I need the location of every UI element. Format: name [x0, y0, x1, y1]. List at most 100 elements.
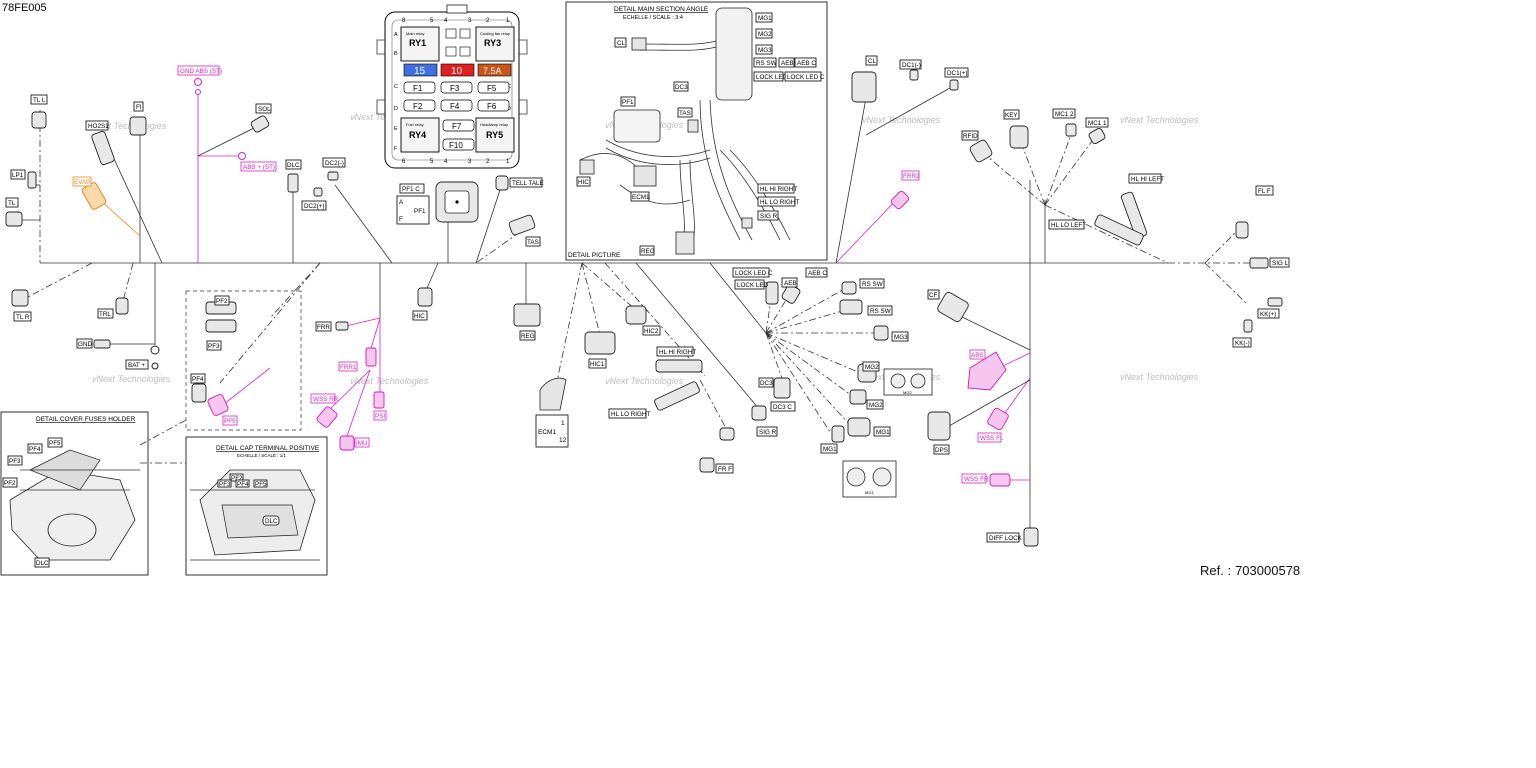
label-frr: FRR — [315, 321, 332, 332]
svg-text:DPS: DPS — [935, 447, 948, 454]
label-detail-mg1: MG1 — [755, 12, 773, 23]
label-mg1: MG1 — [873, 426, 891, 437]
svg-text:MG1: MG1 — [823, 446, 837, 453]
svg-text:AEB: AEB — [784, 280, 797, 287]
svg-text:MG2: MG2 — [758, 31, 772, 38]
label-detail-lock-led: LOCK LED — [753, 71, 788, 82]
wire-hic1 — [581, 262, 601, 336]
svg-text:ABS: ABS — [971, 352, 984, 359]
wire-frr2 — [835, 195, 901, 264]
detail-callout — [139, 419, 187, 464]
detail-cover-fuses-holder: DETAIL COVER FUSES HOLDER PF5 PF4 PF3 PF… — [0, 411, 149, 576]
connector — [927, 411, 951, 441]
watermark: vNext Technologies — [88, 121, 167, 131]
wire-dc2 — [334, 184, 393, 264]
label-aeb-c: AEB C — [805, 267, 828, 278]
connector — [335, 321, 349, 331]
wire-sig-r — [635, 262, 761, 411]
label-wss-fr: WSS FR — [961, 473, 989, 484]
connector — [91, 130, 115, 166]
label-dps: DPS — [933, 444, 950, 455]
svg-text:DLC: DLC — [287, 162, 300, 169]
fuse-f2: F2 — [403, 99, 436, 112]
label-hl-lo-left: HL LO LEFT — [1048, 219, 1086, 230]
connector — [773, 377, 791, 399]
label-wss-rr: WSS RR — [310, 393, 339, 404]
svg-text:HIC: HIC — [578, 179, 589, 186]
svg-text:DLC: DLC — [265, 518, 278, 525]
svg-text:FR F: FR F — [718, 466, 732, 473]
wire-pf2-pf3 — [269, 262, 321, 319]
label-abs: ABS — [969, 349, 986, 360]
svg-text:HL HI RIGHT: HL HI RIGHT — [760, 186, 797, 193]
connector — [1235, 221, 1249, 239]
connector — [1023, 527, 1039, 547]
pin-label: 3 — [468, 159, 472, 165]
watermark: vNext Technologies — [1120, 372, 1199, 382]
connector — [31, 111, 47, 129]
svg-text:GND ABS (ST): GND ABS (ST) — [180, 68, 222, 75]
wire-evap — [99, 199, 141, 237]
svg-text:HIC1: HIC1 — [590, 361, 605, 368]
ring-terminal — [151, 362, 159, 370]
wire-mg1b — [765, 332, 831, 433]
pin-label: 5 — [430, 159, 434, 165]
svg-text:FI: FI — [136, 104, 142, 111]
detail-cap-terminal-positive: DETAIL CAP TERMINAL POSITIVE ECHELLE / S… — [185, 436, 328, 576]
label-ecm1: ECM1 — [538, 429, 556, 436]
fuse-7-5a: 7.5A — [477, 63, 512, 77]
label-imu: IMU — [354, 437, 370, 448]
connector — [316, 406, 338, 428]
cover-sketch — [47, 513, 97, 547]
label-detail-reg: REG — [639, 245, 655, 256]
connector — [751, 405, 767, 421]
svg-text:LOCK LED C: LOCK LED C — [787, 74, 825, 81]
svg-text:BAT +: BAT + — [128, 362, 145, 369]
label-mc1-2: MC1 2 — [1052, 108, 1076, 119]
svg-text:FL F: FL F — [1258, 188, 1271, 195]
connector — [841, 281, 857, 295]
svg-text:RS SW: RS SW — [870, 308, 891, 315]
wire-key — [1019, 139, 1046, 206]
wire-imu — [346, 369, 371, 437]
svg-text:RFID: RFID — [963, 133, 978, 140]
connector — [27, 171, 37, 189]
pin-label: 3 — [468, 18, 472, 24]
wire-rs-sw-2 — [765, 309, 847, 334]
mg1-face-caption: MG1 — [865, 490, 874, 495]
label-cap-pf5: PF5 — [253, 479, 268, 488]
label-rs-sw-2: RS SW — [867, 305, 893, 316]
ecm1-pin-1: 1 — [561, 420, 565, 427]
svg-text:AEB: AEB — [781, 60, 794, 67]
connector — [1065, 123, 1077, 137]
fuse-slot — [459, 46, 471, 57]
connectors — [5, 69, 1283, 547]
ecm1-pin-12: 12 — [559, 437, 567, 444]
label-detail-aeb: AEB — [778, 57, 795, 68]
svg-text:F10: F10 — [449, 141, 463, 150]
label-frr1: FRR1 — [338, 361, 358, 372]
svg-text:MG1: MG1 — [758, 15, 772, 22]
label-detail-pf1: PF1 — [620, 96, 636, 107]
svg-text:DC1(-): DC1(-) — [902, 62, 921, 69]
relay-caption: Fuel relay — [406, 122, 424, 127]
svg-text:PF2: PF2 — [231, 475, 243, 482]
detail-cap-frame — [185, 436, 328, 576]
svg-text:F1: F1 — [413, 84, 423, 93]
label-rfid: RFID — [961, 130, 979, 141]
svg-text:SOL: SOL — [258, 106, 271, 113]
ring-terminal — [194, 78, 202, 86]
svg-text:DC1(+): DC1(+) — [947, 70, 967, 77]
fuse-f5: F5 — [477, 81, 510, 94]
fuse-box-inner — [391, 19, 513, 161]
wire-fl-f — [1204, 227, 1241, 264]
wire-mg2b — [765, 332, 856, 399]
svg-text:PF1: PF1 — [414, 208, 426, 215]
svg-text:DC3 C: DC3 C — [773, 404, 792, 411]
wire-frr-pink — [345, 317, 381, 327]
wire-rs-sw-1 — [765, 287, 847, 334]
mg1-face — [872, 467, 892, 487]
row-letter: A — [394, 32, 398, 38]
label-pf2: PF2 — [214, 295, 230, 306]
detail-main-subtitle: ECHELLE / SCALE : 3:4 — [623, 15, 683, 21]
